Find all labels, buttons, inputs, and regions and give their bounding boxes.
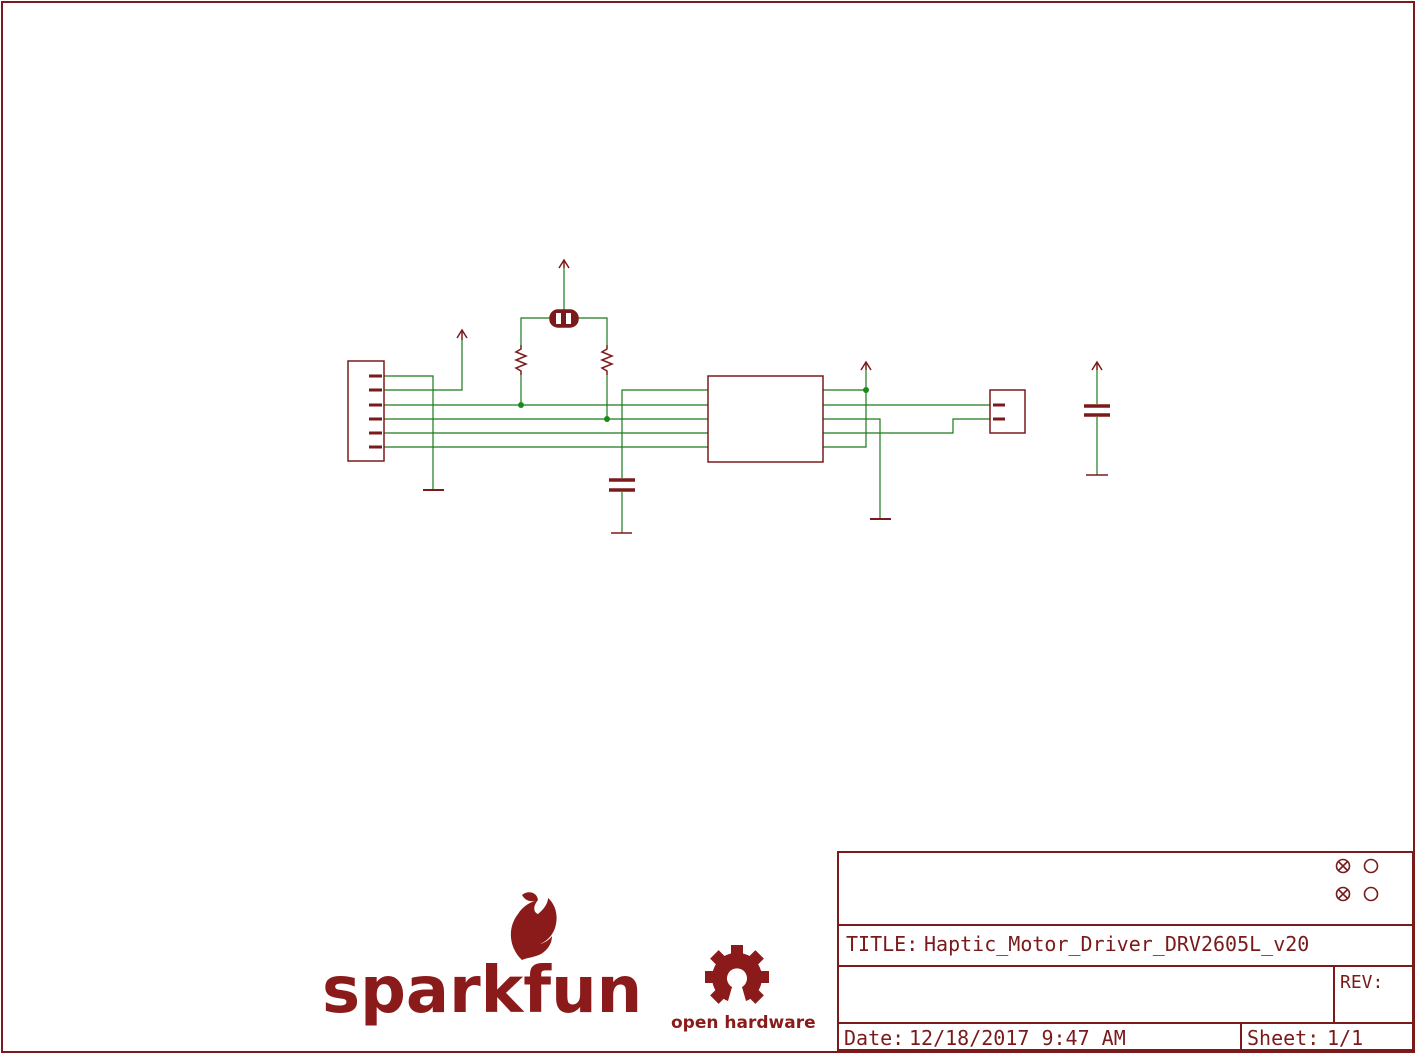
wire-ic-gnd [823, 418, 881, 518]
flame-icon [510, 892, 557, 960]
date-label: Date: [844, 1026, 904, 1050]
wire-vcc-left [384, 340, 463, 391]
open-hardware-logo: open hardware [671, 945, 816, 1033]
wire-r1-top [520, 317, 550, 345]
layer-indicators [1335, 858, 1379, 902]
vcc-arrow-icon [1091, 360, 1103, 371]
open-hardware-caption: open hardware [671, 1013, 816, 1033]
motor-connector-symbol [989, 389, 1026, 434]
ic-body [707, 375, 824, 463]
title-label: TITLE: [846, 932, 918, 956]
title-block [837, 851, 1414, 1051]
wire-gnd-left [384, 375, 434, 490]
solder-jumper-icon [549, 309, 579, 328]
rev-label: REV: [1340, 972, 1383, 993]
junction-dot [604, 416, 610, 422]
resistor-icon [599, 345, 615, 375]
connector-body [347, 360, 385, 462]
resistor-icon [513, 345, 529, 375]
capacitor-icon [609, 478, 635, 492]
wire-r2-top [578, 317, 608, 345]
junction-dot [863, 387, 869, 393]
crossed-circle-icon [1335, 858, 1351, 874]
wire-ic-vcc [823, 370, 867, 391]
sheet-value: 1/1 [1327, 1026, 1363, 1050]
capacitor-icon [1084, 404, 1110, 417]
wire-motor-minus [823, 418, 990, 434]
circle-icon [1363, 858, 1379, 874]
vcc-arrow-icon [558, 258, 570, 269]
motor-connector-body [989, 389, 1026, 434]
circle-icon [1363, 886, 1379, 902]
sparkfun-logo: sparkfun [322, 892, 642, 1028]
title-block-frame [837, 851, 1414, 1051]
wire-cap-top [621, 389, 708, 478]
ic-driver-symbol [707, 375, 824, 463]
junctions [518, 387, 869, 422]
sheet-label: Sheet: [1247, 1026, 1319, 1050]
vcc-arrow-icon [456, 328, 468, 340]
junction-dot [518, 402, 524, 408]
crossed-circle-icon [1335, 886, 1351, 902]
date-value: 12/18/2017 9:47 AM [909, 1026, 1126, 1050]
gear-icon [705, 945, 769, 1004]
wire-ic-right-loop [823, 390, 867, 448]
vcc-arrow-icon [860, 360, 872, 371]
title-value: Haptic_Motor_Driver_DRV2605L_v20 [924, 932, 1309, 956]
header-connector-symbol [347, 360, 385, 462]
sparkfun-wordmark: sparkfun [322, 954, 642, 1028]
